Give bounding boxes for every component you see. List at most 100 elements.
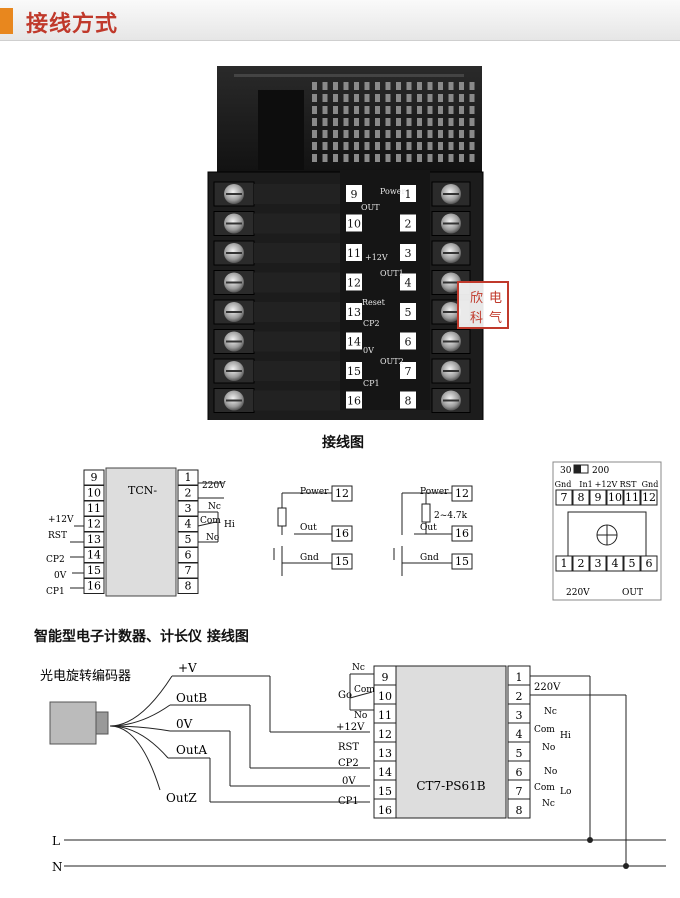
section2-title: 智能型电子计数器、计长仪 接线图 [34,629,249,645]
tcn-label-rst: RST [48,531,67,541]
vent-slot [396,130,401,138]
vent-slot [385,154,391,162]
terminal-number-box [346,362,362,379]
vent-slot [312,142,317,150]
vent-slot [385,94,391,102]
ct7-name: CT7-PS61B [416,779,485,793]
svg-text:欣: 欣 [470,291,483,306]
photo-label-power: Power [380,187,405,196]
ct7-right-terminal-label: 4 [516,728,523,741]
vent-slot [396,142,401,150]
panel-top-label: +12V [595,480,618,489]
vent-slot [322,118,328,126]
vent-slot [385,130,391,138]
vent-slot [459,106,464,114]
vent-slot [406,142,412,150]
vent-slot [343,118,349,126]
ct7-right-terminal-label: 8 [516,804,523,817]
panel-bottom-terminal-label: 1 [561,557,568,570]
housing-notch [258,90,304,170]
tcn-left-terminal-label: 13 [87,533,101,546]
ct7-label-rst: RST [338,742,359,753]
sensor-terminal-label: 12 [455,487,469,500]
photo-label-out1: OUT1 [380,269,404,278]
vent-slot [354,106,359,114]
tcn-label-com: Com [200,516,221,526]
terminal-channel [254,361,340,381]
tcn-right-terminal-label: 5 [185,533,192,546]
ct7-label-go: Go [338,690,352,701]
vent-slot [354,94,359,102]
vent-slot [417,118,422,126]
photo-terminal-left-9: 9 [351,188,358,201]
photo-terminal-left-12: 12 [347,277,361,290]
sensor-label-out: Out [300,523,317,533]
encoder-shaft [95,711,109,735]
photo-label-out: OUT [361,203,380,212]
vent-slot [333,142,338,150]
vent-slot [448,94,454,102]
panel-top-terminal-label: 7 [561,491,568,504]
vent-slot [322,94,328,102]
panel-bottom-terminal [589,555,607,572]
terminal-number-box [346,391,362,409]
panel-top-label: Gnd [555,480,572,489]
vent-slot [427,142,433,150]
vent-slot [459,130,464,138]
photo-label-cp1: CP1 [363,379,380,388]
panel-range-low: 30 [560,466,572,476]
vent-slot [385,118,391,126]
vent-slot [312,118,317,126]
photo-terminal-left-14: 14 [347,336,361,349]
vent-slot [364,94,370,102]
vent-slot [354,142,359,150]
sensor-terminal-label: 16 [335,527,349,540]
tcn-left-terminal-label: 16 [87,580,101,593]
tcn-right-terminal-label: 7 [185,564,192,577]
ct7-left-terminal-label: 16 [378,804,392,817]
panel-top-terminal-label: 8 [578,491,585,504]
sensor-terminal [331,553,353,570]
photo-terminal-right-8: 8 [405,395,412,408]
ct7-label-12v: +12V [336,722,365,733]
terminal-channel [254,302,340,322]
ct7-body [395,665,507,819]
vent-slot [448,82,454,90]
vent-slot [438,82,443,90]
vent-slot [469,106,475,114]
panel-top-label: Gnd [642,480,659,489]
vent-slot [375,130,380,138]
terminal-number-box [346,273,362,291]
svg-text:气: 气 [489,310,502,326]
panel-range-high: 200 [592,466,609,476]
panel-bottom-terminal [640,555,658,572]
panel-bottom-terminal-label: 5 [629,557,636,570]
terminal-number-box [346,303,362,320]
panel-top-terminal-label: 11 [625,491,639,504]
vent-slot [396,106,401,114]
vent-slot [375,94,380,102]
terminal-number-box [400,244,416,261]
sensor-terminal [451,553,473,570]
sensor-label-power: Power [300,487,329,497]
encoder-wire-label: OutB [176,691,207,705]
panel-bottom-terminal [606,555,624,572]
vent-slot [322,130,328,138]
vent-slot [417,130,422,138]
panel-bottom-terminal-label: 3 [595,557,602,570]
vent-slot [343,106,349,114]
ct7-label-220v: 220V [534,682,561,693]
section-header: 接线方式 [0,0,680,41]
vent-slot [364,106,370,114]
vent-slot [343,94,349,102]
vent-slot [364,154,370,162]
ct7-right-terminal-label: 3 [516,709,523,722]
vent-slot [469,82,475,90]
vent-slot [354,118,359,126]
vent-slot [364,82,370,90]
vent-slot [438,106,443,114]
vent-slot [385,106,391,114]
company-stamp: 欣 电 科 气 [457,281,509,329]
tcn-right-terminal-label: 4 [185,518,192,531]
